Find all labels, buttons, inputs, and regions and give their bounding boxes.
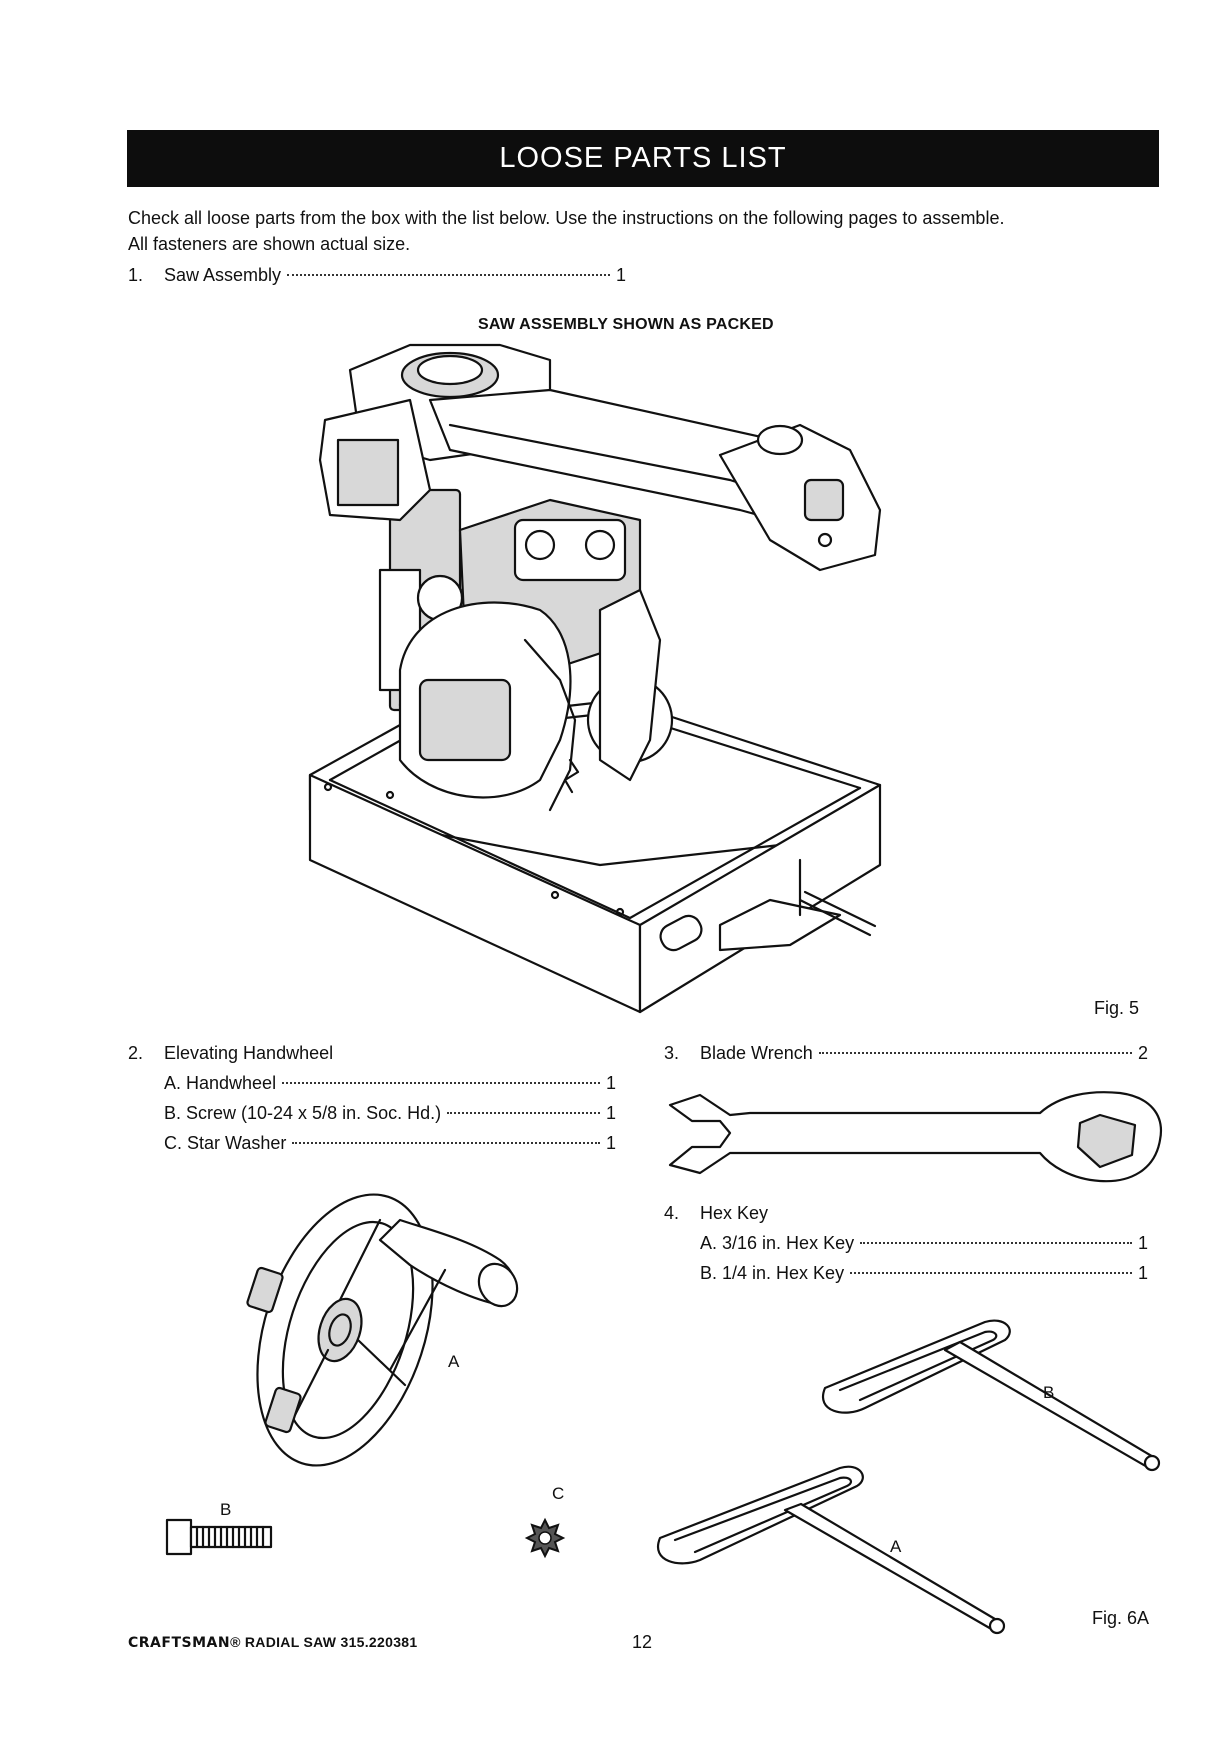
page-title-banner: LOOSE PARTS LIST xyxy=(127,130,1159,187)
item-qty: 2 xyxy=(1137,1043,1148,1063)
intro-line-2: All fasteners are shown actual size. xyxy=(128,234,411,254)
parts-subitem-hex-key-3-16: A. 3/16 in. Hex Key 1 xyxy=(700,1230,1148,1256)
subitem-qty: 1 xyxy=(605,1103,616,1123)
subitem-label: C. Star Washer xyxy=(164,1133,287,1153)
parts-item-hex-key: 4. Hex Key xyxy=(664,1200,768,1226)
item-number: 2. xyxy=(128,1043,144,1063)
page-number: 12 xyxy=(632,1632,653,1652)
parts-subitem-screw: B. Screw (10-24 x 5/8 in. Soc. Hd.) 1 xyxy=(164,1100,616,1126)
footer-model: CRAFTSMAN® RADIAL SAW 315.220381 xyxy=(128,1634,418,1651)
item-label: Saw Assembly xyxy=(164,265,282,285)
brand-logo: CRAFTSMAN xyxy=(128,1635,231,1651)
intro-line-1: Check all loose parts from the box with … xyxy=(128,208,1005,228)
leader-dots xyxy=(287,274,610,276)
leader-dots xyxy=(818,1052,1132,1054)
item-label: Elevating Handwheel xyxy=(164,1043,334,1063)
subitem-qty: 1 xyxy=(1137,1233,1148,1253)
leader-dots xyxy=(282,1082,600,1084)
parts-item-elevating-handwheel: 2. Elevating Handwheel xyxy=(128,1040,333,1066)
parts-subitem-star-washer: C. Star Washer 1 xyxy=(164,1130,616,1156)
hex-keys-illustration xyxy=(656,1319,1161,1635)
intro-text: Check all loose parts from the box with … xyxy=(128,205,1168,257)
item-label: Blade Wrench xyxy=(700,1043,813,1063)
item-number: 3. xyxy=(664,1043,680,1063)
parts-subitem-hex-key-1-4: B. 1/4 in. Hex Key 1 xyxy=(700,1260,1148,1286)
subitem-label: A. Handwheel xyxy=(164,1073,277,1093)
item-number: 1. xyxy=(128,265,144,285)
parts-item-blade-wrench: 3. Blade Wrench 2 xyxy=(664,1040,1148,1066)
model-text: RADIAL SAW 315.220381 xyxy=(244,1634,418,1650)
subitem-qty: 1 xyxy=(605,1073,616,1093)
subitem-label: B. 1/4 in. Hex Key xyxy=(700,1263,845,1283)
saw-assembly-illustration xyxy=(308,343,882,1014)
page-title: LOOSE PARTS LIST xyxy=(499,142,787,174)
fig6a-label: Fig. 6A xyxy=(1092,1608,1150,1628)
screw-illustration xyxy=(165,1518,273,1556)
hex-key-b-callout: B xyxy=(1043,1383,1055,1402)
subitem-label: A. 3/16 in. Hex Key xyxy=(700,1233,855,1253)
subitem-qty: 1 xyxy=(605,1133,616,1153)
hex-key-a-callout: A xyxy=(890,1537,902,1556)
subitem-label: B. Screw (10-24 x 5/8 in. Soc. Hd.) xyxy=(164,1103,442,1123)
star-washer-illustration xyxy=(524,1517,566,1559)
parts-subitem-handwheel: A. Handwheel 1 xyxy=(164,1070,616,1096)
blade-wrench-illustration xyxy=(668,1091,1163,1183)
item-label: Hex Key xyxy=(700,1203,769,1223)
item-number: 4. xyxy=(664,1203,680,1223)
screw-callout: B xyxy=(220,1500,232,1519)
leader-dots xyxy=(292,1142,600,1144)
handwheel-callout: A xyxy=(448,1352,460,1371)
leader-dots xyxy=(850,1272,1132,1274)
fig5-label: Fig. 5 xyxy=(1094,998,1140,1018)
saw-figure-caption: SAW ASSEMBLY SHOWN AS PACKED xyxy=(478,316,774,333)
leader-dots xyxy=(447,1112,600,1114)
leader-dots xyxy=(860,1242,1132,1244)
handwheel-illustration xyxy=(246,1193,519,1467)
washer-callout: C xyxy=(552,1484,565,1503)
item-qty: 1 xyxy=(615,265,626,285)
subitem-qty: 1 xyxy=(1137,1263,1148,1283)
parts-item-saw-assembly: 1. Saw Assembly 1 xyxy=(128,262,626,288)
